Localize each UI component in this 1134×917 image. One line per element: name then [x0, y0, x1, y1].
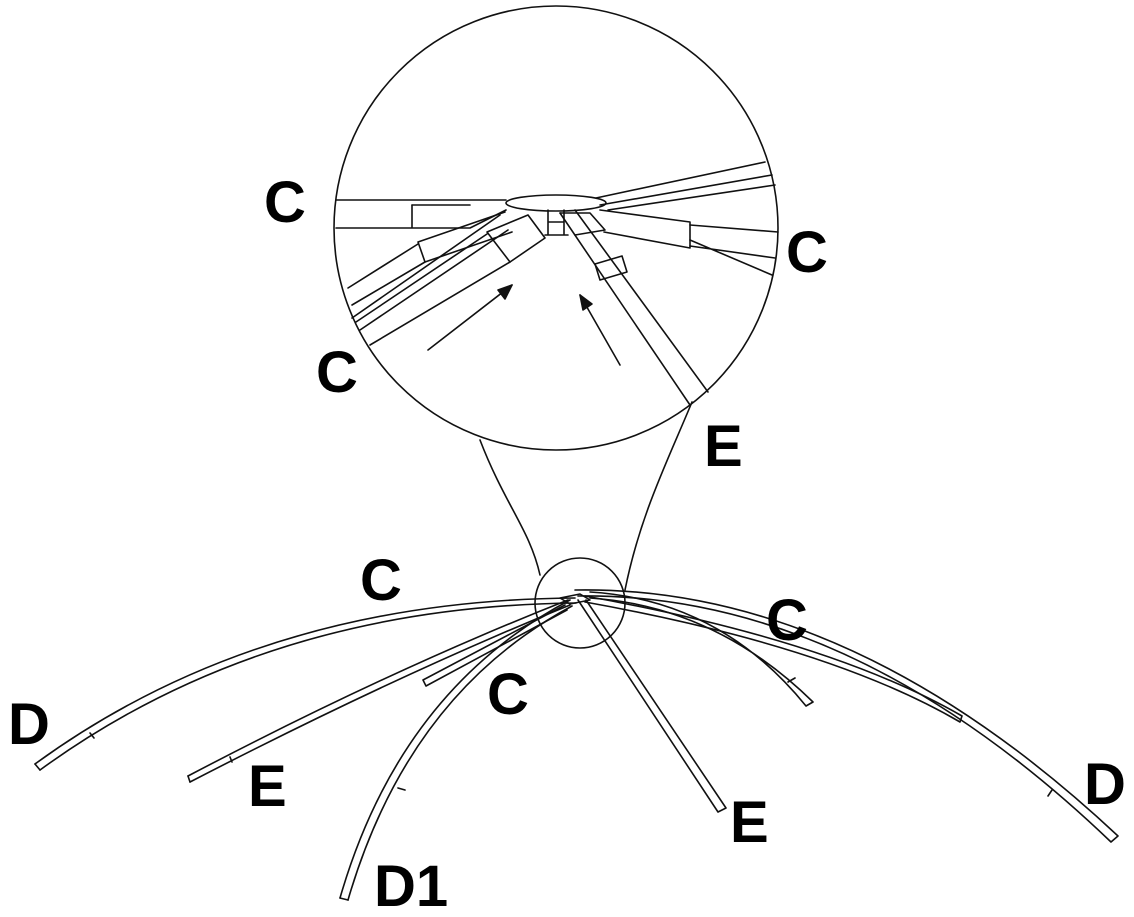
tube-d1	[339, 599, 571, 899]
label-c-detail-lower: C	[316, 340, 358, 405]
main-assembly	[34, 589, 1119, 901]
label-e-main-right: E	[730, 790, 769, 855]
label-c-main-right: C	[766, 588, 808, 653]
arrow-right-head	[579, 294, 593, 311]
tube-d-left	[34, 597, 576, 765]
detail-contents	[335, 161, 779, 406]
label-c-detail-right: C	[786, 220, 828, 285]
label-e-main-left: E	[248, 754, 287, 819]
magnifier-connector-left	[479, 439, 541, 576]
tube-d-right	[574, 589, 1119, 843]
label-d1: D1	[374, 854, 448, 912]
tube-e-right	[577, 599, 727, 813]
label-e-detail: E	[704, 414, 743, 479]
label-d-main-right: D	[1084, 752, 1126, 817]
detail-circle	[333, 5, 779, 451]
label-c-main-center: C	[487, 662, 529, 727]
hub-stem	[544, 209, 569, 236]
arrow-left	[427, 284, 513, 351]
label-c-main-top: C	[360, 548, 402, 613]
tube-e-left	[187, 599, 569, 777]
magnifier-connector-right	[624, 401, 693, 591]
label-c-detail-left: C	[264, 170, 306, 235]
label-d-main-left: D	[8, 692, 50, 757]
hub-disc	[505, 194, 607, 212]
arrow-left-head	[497, 284, 513, 300]
